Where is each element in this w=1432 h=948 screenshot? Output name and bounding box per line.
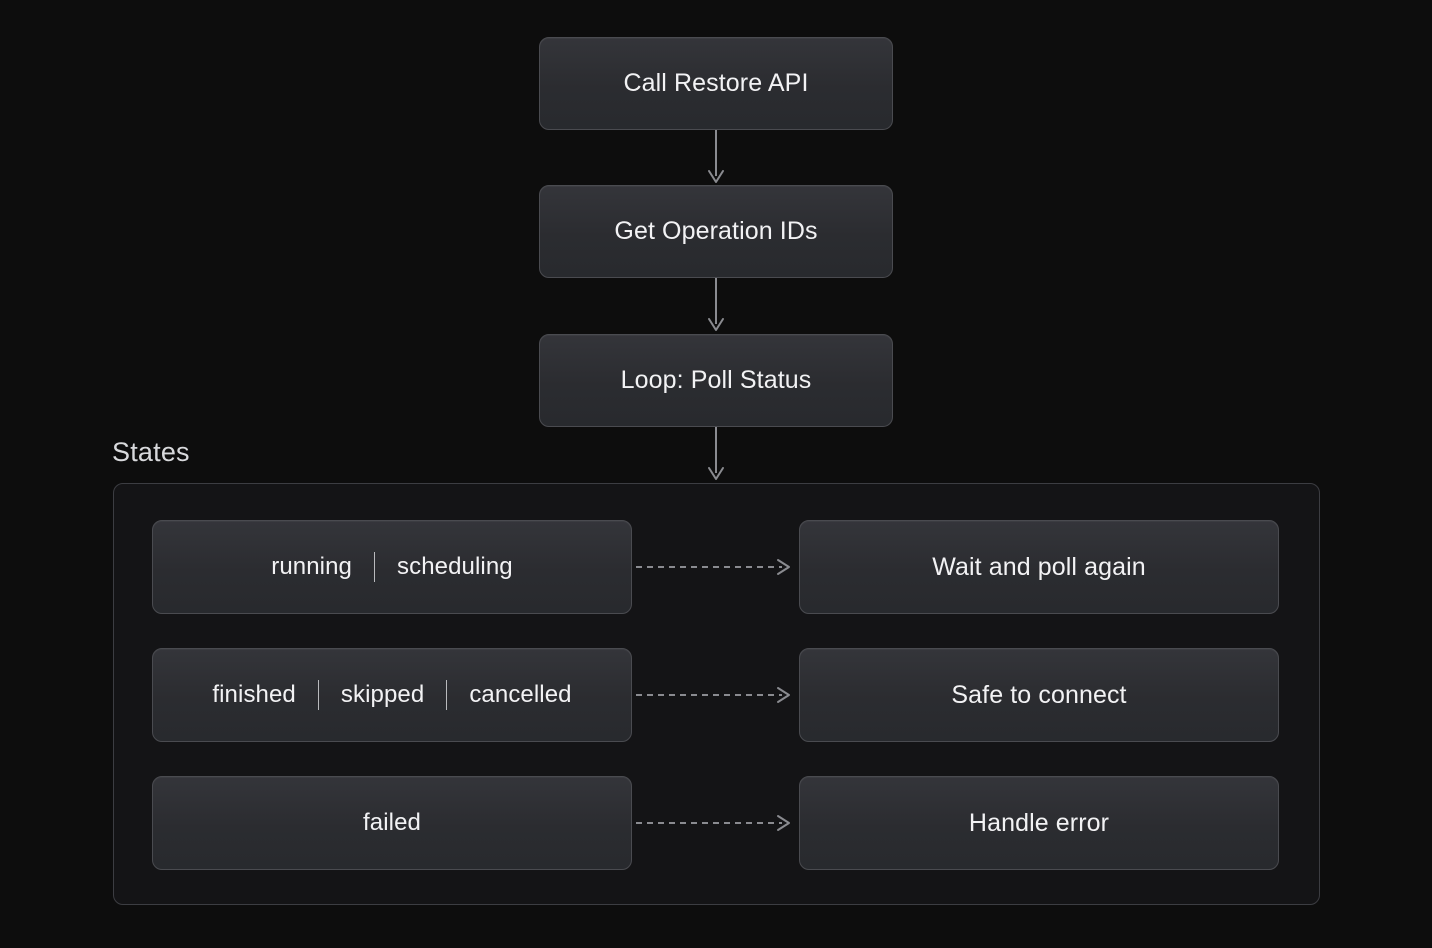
flow-node-call-restore-api[interactable]: Call Restore API	[539, 37, 893, 130]
action-box-label: Safe to connect	[951, 680, 1127, 709]
state-separator-icon	[317, 680, 319, 710]
action-box-wait-and-poll-again[interactable]: Wait and poll again	[799, 520, 1279, 614]
flow-node-label: Call Restore API	[623, 69, 809, 97]
states-group-label: States	[112, 437, 190, 467]
state-token: skipped	[340, 681, 425, 708]
state-token: finished	[212, 681, 296, 708]
connector-failed-to-handle-error	[636, 815, 790, 831]
flow-node-get-operation-ids[interactable]: Get Operation IDs	[539, 185, 893, 278]
state-chip-finished-skipped-cancelled[interactable]: finished skipped cancelled	[152, 648, 632, 742]
state-separator-icon	[374, 552, 375, 582]
state-chip-failed[interactable]: failed	[152, 776, 632, 870]
connector-loop-poll-status-to-states	[708, 427, 724, 480]
flow-node-loop-poll-status[interactable]: Loop: Poll Status	[539, 334, 893, 427]
state-token: scheduling	[397, 553, 513, 580]
connector-running-to-wait-and-poll-again	[636, 559, 790, 575]
action-box-handle-error[interactable]: Handle error	[799, 776, 1279, 870]
connector-get-operation-ids-to-loop-poll-status	[708, 278, 724, 331]
state-token: failed	[363, 809, 421, 836]
action-box-safe-to-connect[interactable]: Safe to connect	[799, 648, 1279, 742]
state-token: cancelled	[469, 681, 572, 708]
state-chip-running-scheduling[interactable]: running scheduling	[152, 520, 632, 614]
connector-finished-to-safe-to-connect	[636, 687, 790, 703]
flow-node-label: Get Operation IDs	[614, 217, 818, 245]
connector-call-restore-to-get-operation-ids	[708, 130, 724, 183]
state-token: running	[271, 553, 352, 580]
action-box-label: Handle error	[968, 808, 1110, 837]
action-box-label: Wait and poll again	[932, 552, 1146, 581]
flow-node-label: Loop: Poll Status	[620, 366, 812, 394]
state-separator-icon	[446, 680, 448, 710]
